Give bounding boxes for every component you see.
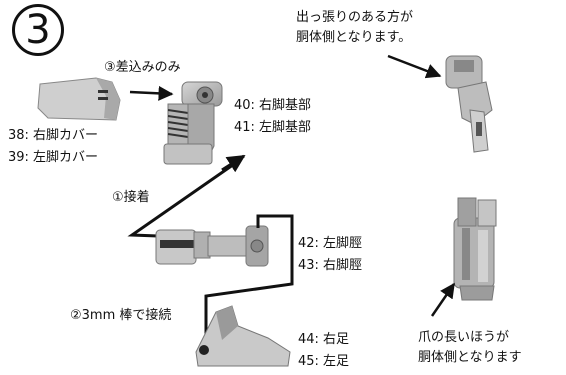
part-44-label: 44: 右足 — [298, 332, 350, 347]
leg-base-part — [163, 81, 223, 165]
note-bottom-line1: 爪の長いほうが — [418, 330, 510, 345]
part-43-label: 43: 右脚脛 — [298, 258, 363, 273]
note-arrow-top — [387, 54, 442, 79]
part-45-label: 45: 左足 — [298, 354, 350, 369]
leg-cover-part — [37, 77, 121, 121]
note-arrow-bottom — [430, 282, 456, 317]
part-41-label: 41: 左脚基部 — [234, 120, 312, 135]
note-top-line2: 胴体側となります。 — [296, 30, 412, 45]
note-bottom-line2: 胴体側となります — [418, 350, 522, 365]
insert-arrow — [129, 85, 174, 101]
foot-part — [195, 305, 291, 367]
leg-shin-part — [155, 225, 269, 267]
part-38-label: 38: 右脚カバー — [8, 128, 99, 143]
note-top-line1: 出っ張りのある方が — [296, 10, 414, 25]
rod-label: ②3mm 棒で接続 — [70, 308, 172, 323]
part-40-label: 40: 右脚基部 — [234, 98, 312, 113]
insert-only-label: ③差込みのみ — [104, 60, 181, 75]
rod-connector-line — [204, 214, 294, 350]
glue-connector-line — [127, 158, 241, 238]
part-42-label: 42: 左脚脛 — [298, 236, 363, 251]
glue-label: ①接着 — [112, 190, 150, 205]
step-number-circle: 3 — [12, 4, 64, 56]
torso-side-part-top — [445, 55, 493, 153]
torso-side-part-bottom — [453, 197, 497, 301]
part-39-label: 39: 左脚カバー — [8, 150, 99, 165]
step-number: 3 — [25, 7, 51, 53]
